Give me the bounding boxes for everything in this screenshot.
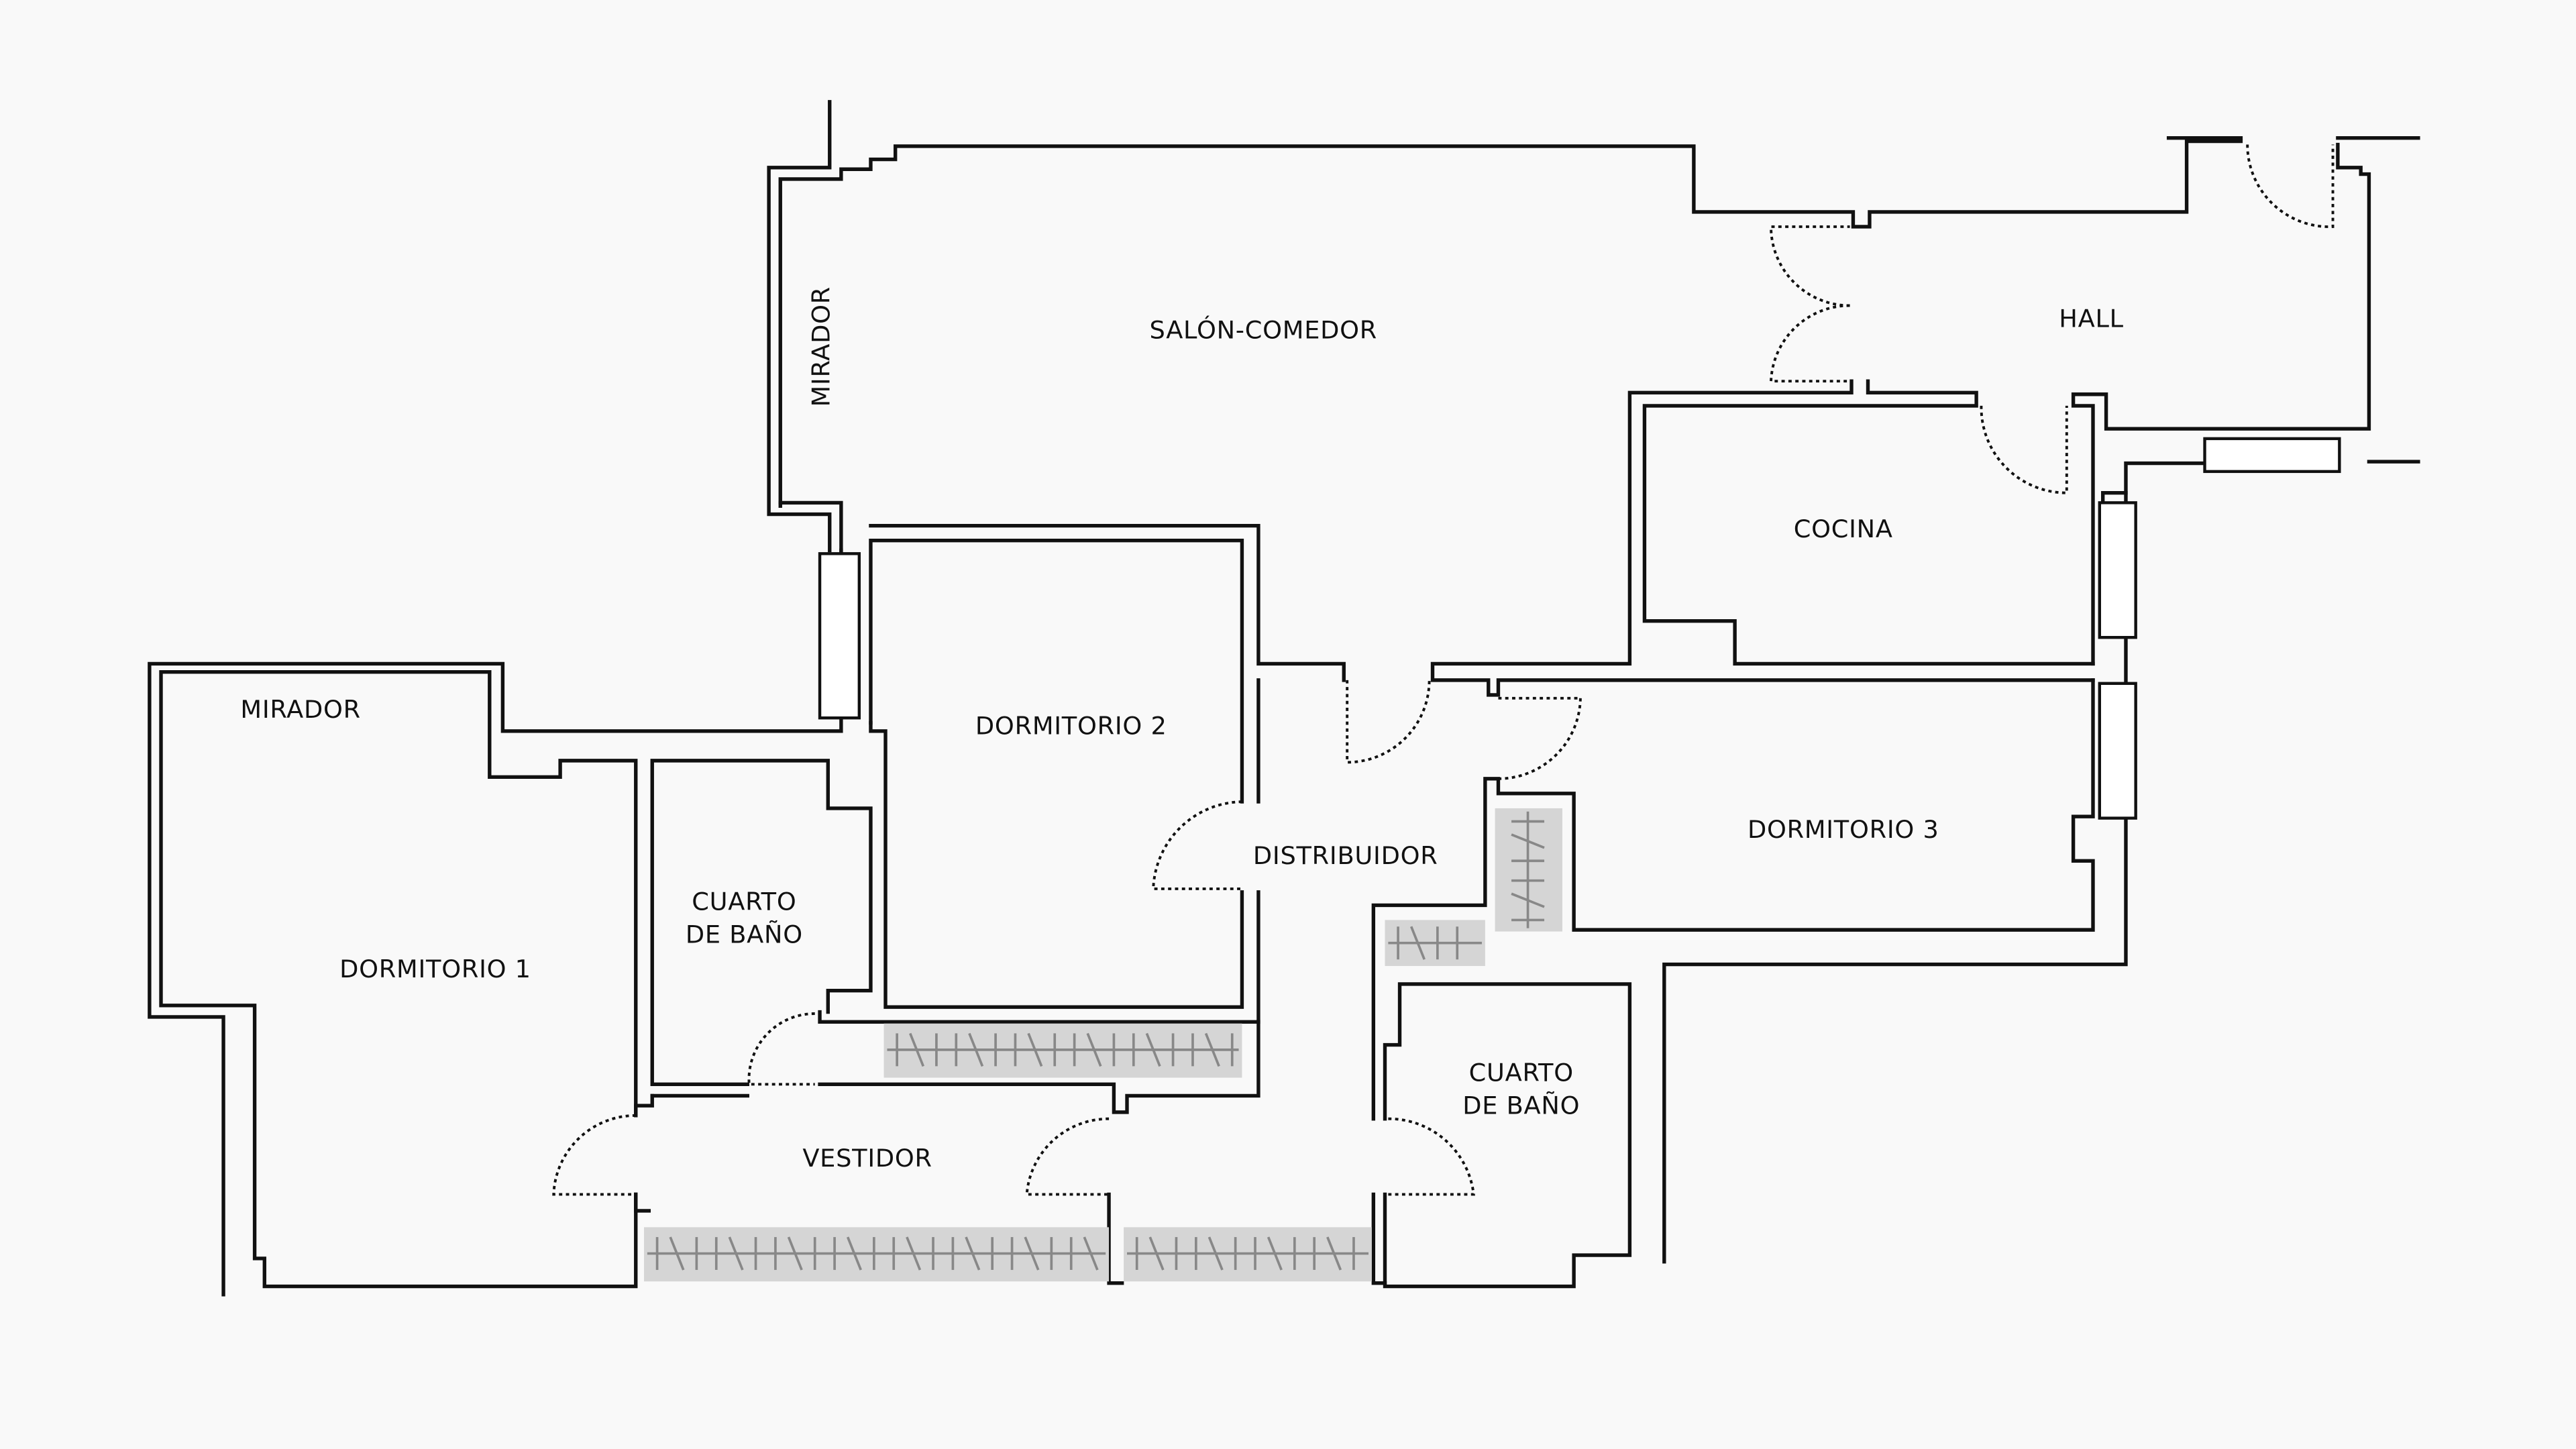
wardrobe-hanger [1326,1236,1342,1271]
wall-cocina-top [1642,379,2095,666]
wardrobe-hanger [965,1236,981,1271]
wall-hall-right [2071,142,2371,666]
door-distrib-top [1346,680,1431,764]
wardrobe-hanger [909,1032,925,1067]
door-bath2 [1388,1117,1475,1196]
wardrobe-hanger [1086,1032,1102,1067]
door-hall-entrance [2246,144,2334,228]
wardrobe-hanger [968,1032,984,1067]
wall-east-exterior-inner [1662,461,2207,1264]
door-salon-double-bottom [1769,304,1850,383]
wall-dorm1-inner [159,669,638,1289]
wall-dorm1-top-inner [488,669,638,1118]
door-dorm2 [1152,800,1242,890]
door-dorm1 [552,1114,636,1196]
window-hall-right [2203,437,2341,474]
wardrobe-hanger [1511,833,1545,849]
door-bath1 [747,1012,815,1086]
wall-distrib-right [1371,678,2095,1121]
wardrobes [644,808,1562,1282]
label-dormitorio-2: DORMITORIO 2 [975,712,1167,741]
wardrobe-hanger [1267,1236,1283,1271]
wall-salon-outer [778,139,2243,508]
label-cuarto-bano-1-line2: DE BAÑO [686,920,803,949]
window-dorm3-east [2098,682,2137,820]
door-dorm3 [1498,696,1582,780]
wardrobe-hanger [728,1236,744,1271]
wall-vestidor-right [1371,1192,1387,1285]
wall-dorm2-outer-right [869,523,1346,682]
door-vestidor-mid [1025,1117,1110,1196]
wall-vestidor-bottom [1107,1192,1124,1285]
label-vestidor: VESTIDOR [802,1144,932,1173]
wall-bath1-right-bottom [818,1020,1260,1114]
wardrobe-hanger [1204,1032,1220,1067]
wall-vestidor-top [634,1093,654,1118]
wall-vestidor-bottom-left [634,1192,651,1213]
wardrobe-hanger [1148,1236,1165,1271]
wardrobe-hanger [1024,1236,1040,1271]
label-mirador-top: MIRADOR [807,286,836,407]
label-dormitorio-1: DORMITORIO 1 [339,955,531,983]
wall-bath2 [1383,982,1632,1289]
door-cocina [1980,405,2068,494]
wall-dorm2-box [869,539,1244,804]
wall-salon-bottom [1430,379,2095,697]
walls [148,100,2420,1297]
wall-dorm2-left [869,720,1244,1009]
window-salon-left [818,552,861,720]
wardrobe-hangers [647,811,1545,1271]
wardrobe-hanger [1208,1236,1224,1271]
wall-salon-inner-left [778,500,843,553]
windows [818,437,2341,820]
wardrobe-hanger [1083,1236,1099,1271]
room-labels: SALÓN-COMEDOR HALL MIRADOR MIRADOR COCIN… [240,286,2123,1173]
wardrobe-hanger [1409,926,1426,960]
doors [552,144,2334,1196]
wardrobe-hanger [1027,1032,1043,1067]
wardrobe-hanger [787,1236,803,1271]
wall-east-window-frame [2101,491,2128,505]
label-hall: HALL [2059,304,2124,333]
wardrobe-hanger [846,1236,862,1271]
wardrobe-hanger [669,1236,685,1271]
label-distribuidor: DISTRIBUIDOR [1253,841,1438,870]
wardrobe-hanger [1511,892,1545,908]
label-mirador-left: MIRADOR [240,695,361,724]
wall-mirador-outer [767,100,832,553]
window-cocina-east [2098,501,2137,639]
label-dormitorio-3: DORMITORIO 3 [1748,815,1939,844]
label-cuarto-bano-2-line2: DE BAÑO [1462,1090,1580,1120]
wardrobe-hanger [1145,1032,1161,1067]
wall-distrib-left-lower [818,890,1260,1024]
wardrobe-hanger [906,1236,922,1271]
label-cuarto-bano-2-line1: CUARTO [1469,1058,1574,1087]
door-salon-double-top [1770,225,1850,307]
wall-bath1 [650,759,873,1087]
label-salon-comedor: SALÓN-COMEDOR [1149,315,1377,344]
label-cuarto-bano-1-line1: CUARTO [692,888,796,916]
label-cocina: COCINA [1794,515,1893,543]
